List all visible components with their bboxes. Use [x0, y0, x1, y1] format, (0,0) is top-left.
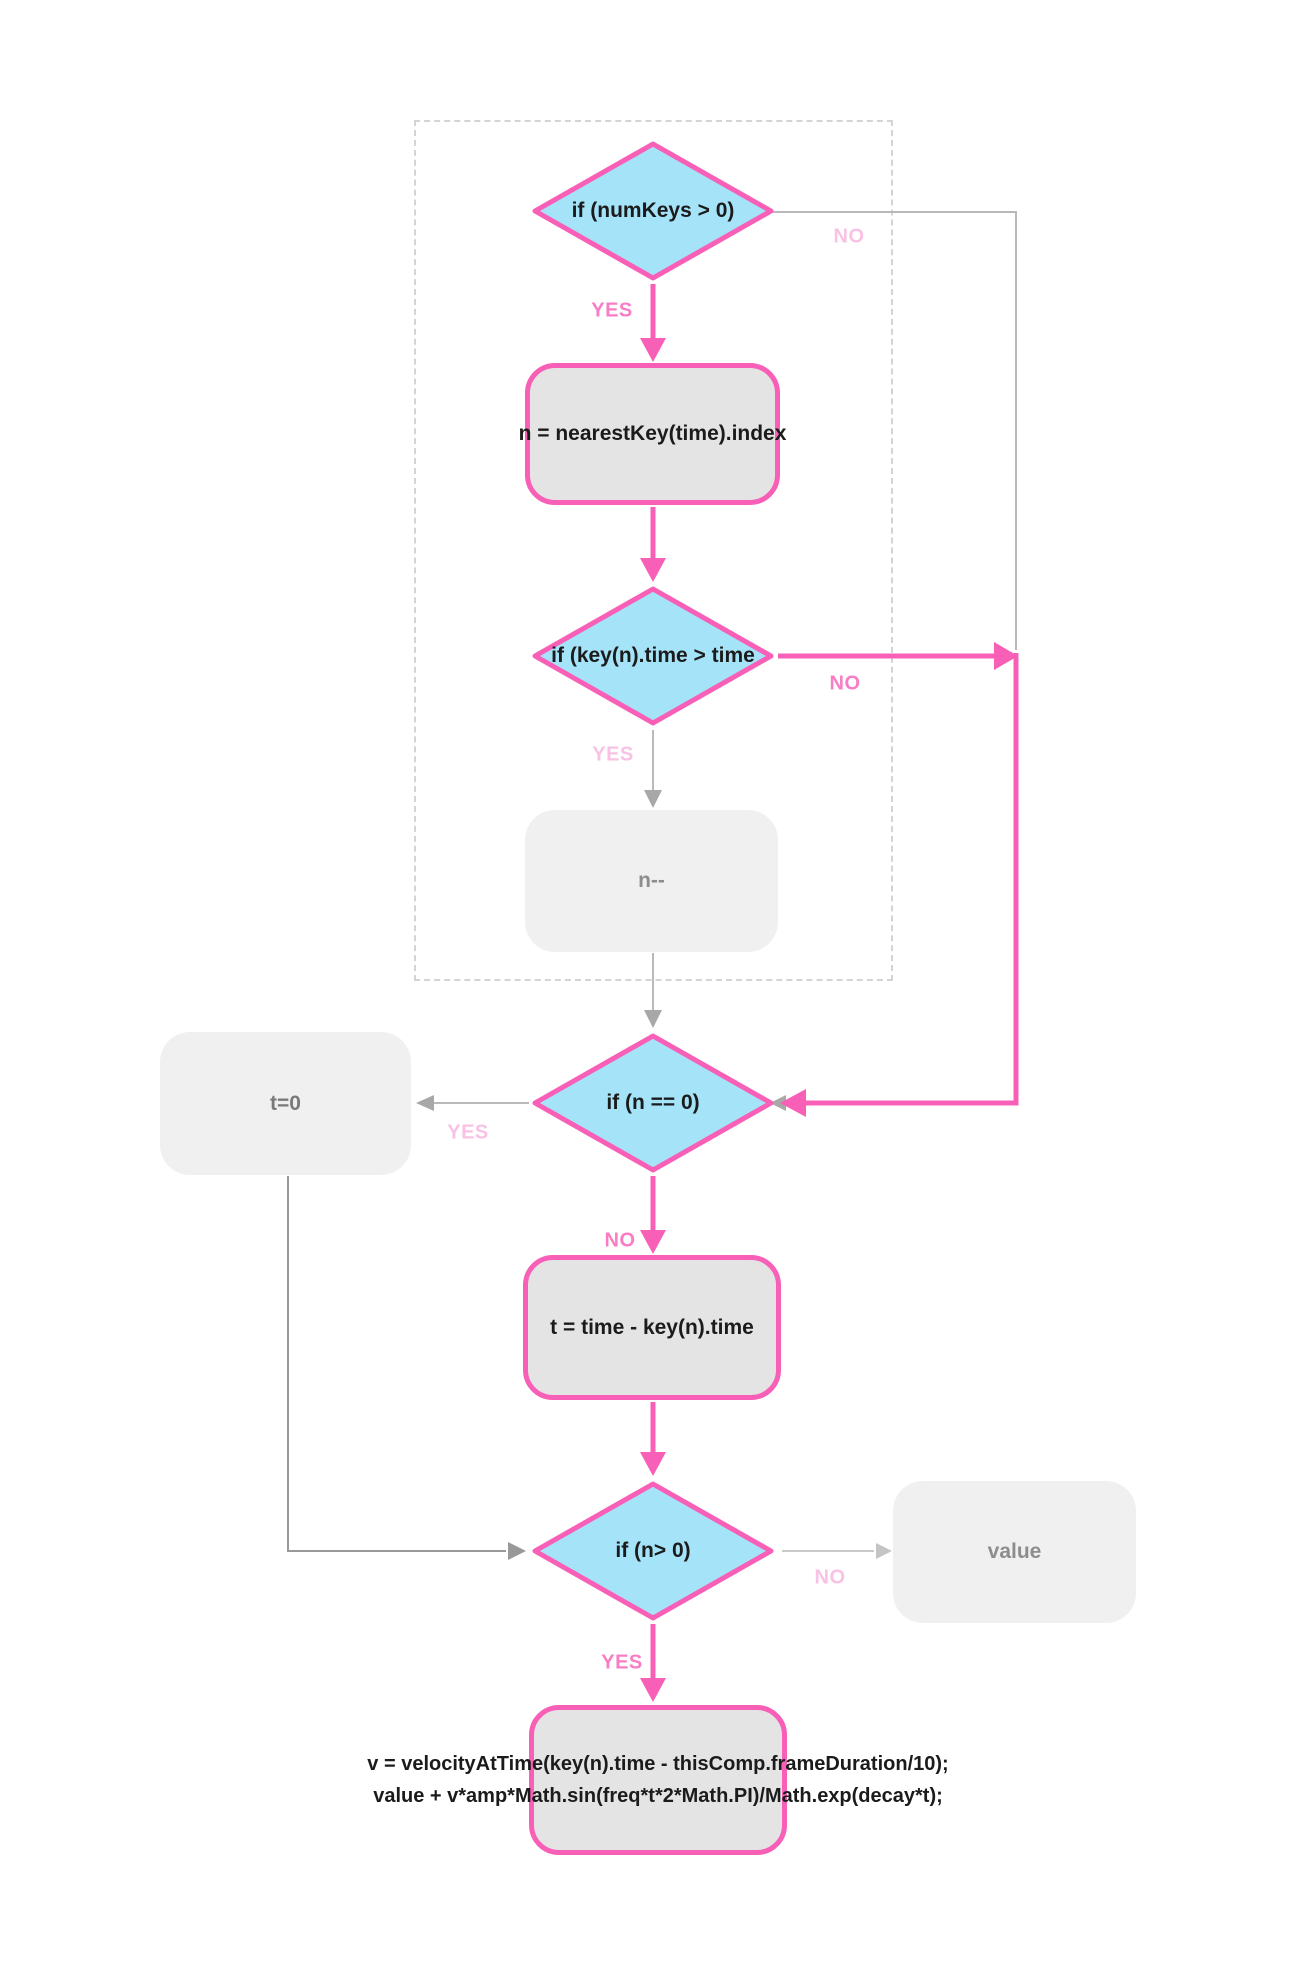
expression-line-2: value + v*amp*Math.sin(freq*t*2*Math.PI)… [373, 1785, 943, 1807]
edge-loop-return-arrowhead [780, 1089, 806, 1117]
edge-tzero-out-line [287, 1176, 506, 1552]
process-nearest-key-label: n = nearestKey(time).index [518, 422, 787, 445]
decision-keytime-shape [532, 586, 774, 726]
process-value: value [893, 1481, 1136, 1623]
edge-keytime-yes-arrowhead [644, 790, 662, 808]
label-nzero-no: NO [604, 1229, 636, 1252]
label-nzero-yes: YES [447, 1121, 489, 1144]
label-keytime-yes: YES [592, 743, 634, 766]
edge-numkeys-no-line [772, 211, 1017, 650]
label-npos-yes: YES [601, 1651, 643, 1674]
label-npos-no: NO [814, 1566, 846, 1589]
decision-nzero: if (n == 0) [528, 1029, 778, 1177]
label-numkeys-yes: YES [591, 299, 633, 322]
edge-loop-return-line [804, 653, 1019, 1106]
decision-npositive-label: if (n> 0) [615, 1539, 691, 1562]
decision-keytime: if (key(n).time > time [528, 582, 778, 730]
process-value-label: value [987, 1540, 1042, 1563]
edge-nzero-no-arrowhead [640, 1230, 666, 1254]
decision-numkeys: if (numKeys > 0) [528, 137, 778, 285]
process-t-zero-label: t=0 [270, 1091, 301, 1115]
process-t-assign: t = time - key(n).time [523, 1255, 781, 1400]
edge-nzero-yes-arrowhead [416, 1095, 434, 1111]
process-nearest-key: n = nearestKey(time).index [519, 363, 786, 505]
edge-npos-yes-arrowhead [640, 1678, 666, 1702]
expression-line-1: v = velocityAtTime(key(n).time - thisCom… [367, 1753, 949, 1775]
process-t-zero: t=0 [160, 1032, 411, 1175]
decision-npositive: if (n> 0) [528, 1477, 778, 1625]
decision-keytime-label: if (key(n).time > time [551, 644, 755, 667]
edge-gray-into-nzero-arrowhead [770, 1095, 786, 1111]
process-t-assign-label: t = time - key(n).time [550, 1315, 754, 1339]
edge-npos-no-arrowhead [876, 1543, 892, 1559]
edge-keytime-no-arrowhead [994, 642, 1018, 670]
decision-numkeys-shape [532, 141, 774, 281]
process-decrement-label: n-- [638, 869, 665, 892]
label-numkeys-no: NO [833, 225, 865, 248]
process-decrement: n-- [525, 810, 778, 952]
edge-tzero-out-arrowhead [508, 1542, 526, 1560]
process-expression-code: v = velocityAtTime(key(n).time - thisCom… [367, 1748, 948, 1812]
edge-numkeys-yes-arrowhead [640, 338, 666, 362]
process-expression: v = velocityAtTime(key(n).time - thisCom… [367, 1705, 949, 1855]
decision-npositive-shape [532, 1481, 774, 1621]
decision-numkeys-label: if (numKeys > 0) [571, 199, 735, 222]
edge-decrement-out-arrowhead [644, 1010, 662, 1028]
label-keytime-no: NO [829, 672, 861, 695]
decision-nzero-shape [532, 1033, 774, 1173]
decision-nzero-label: if (n == 0) [606, 1091, 700, 1114]
edge-tassign-out-arrowhead [640, 1452, 666, 1476]
edge-nearestkey-out-arrowhead [640, 558, 666, 582]
